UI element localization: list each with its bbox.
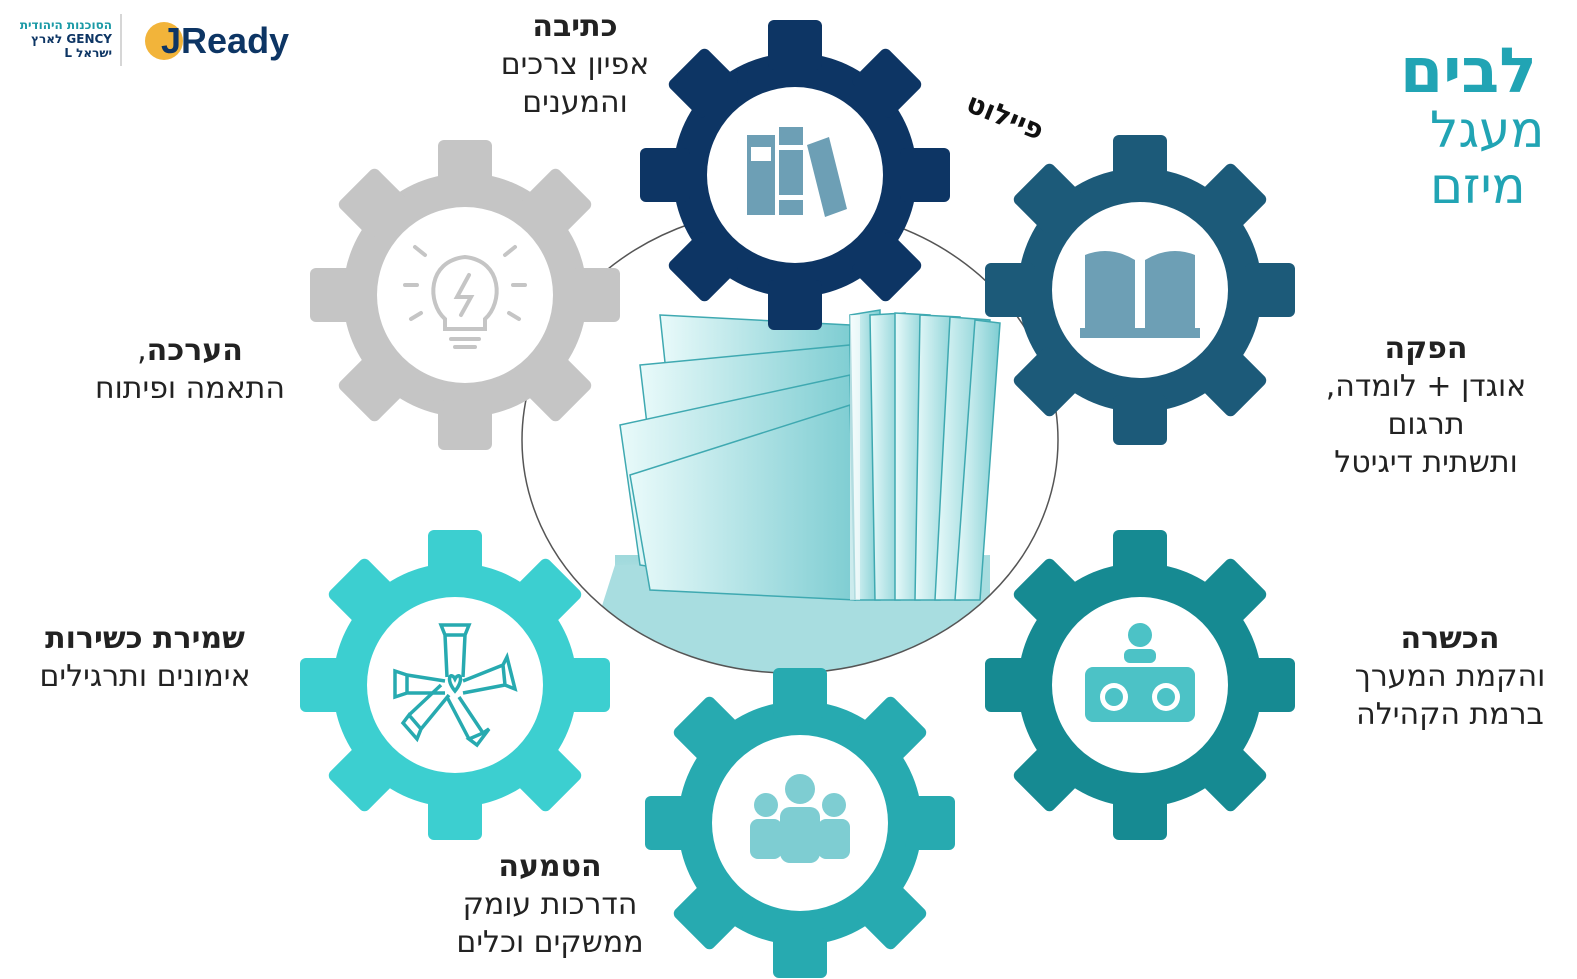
- agency-logo-line1: הסוכנות היהודית: [19, 18, 112, 32]
- stage-readiness-title: שמירת כשירות: [45, 621, 245, 656]
- agency-logo-line3: ישראל L: [64, 46, 112, 60]
- stage-writing-line2: והמענים: [522, 85, 628, 120]
- stage-evaluation-line1: התאמה ופיתוח: [95, 371, 285, 406]
- open-book-icon: [1080, 251, 1200, 338]
- stage-production-line3: ותשתית דיגיטל: [1334, 445, 1518, 480]
- stage-writing-label: כתיבה אפיון צרכים והמענים: [450, 8, 700, 122]
- stage-training-line1: והקמת המערך: [1354, 659, 1546, 694]
- jready-wordmark: JReady: [161, 20, 290, 61]
- gear-production: [985, 135, 1295, 445]
- title-line1: לבים: [1400, 40, 1537, 107]
- stage-implementation-label: הטמעה הדרכות עומק ממשקים וכלים: [400, 848, 700, 962]
- gear-readiness: [300, 530, 610, 840]
- title-line3: מיזם: [1430, 157, 1526, 214]
- stage-training-line2: ברמת הקהילה: [1356, 697, 1544, 732]
- meeting-icon: [1085, 623, 1195, 722]
- hands-circle-icon: [393, 623, 518, 748]
- stage-implementation-line2: ממשקים וכלים: [456, 925, 644, 960]
- stage-implementation-title: הטמעה: [498, 849, 602, 884]
- stage-evaluation-comma: ,: [137, 333, 147, 368]
- stage-readiness-label: שמירת כשירות אימונים ותרגילים: [0, 620, 290, 696]
- logo-divider: [120, 14, 122, 66]
- team-icon: [750, 774, 850, 863]
- gear-writing: [640, 20, 950, 330]
- jready-logo: JReady: [145, 18, 289, 64]
- books-icon: [747, 127, 847, 217]
- title-line2: מעגל: [1430, 101, 1545, 159]
- agency-logo: הסוכנות היהודית GENCY לארץ ישראל L: [0, 18, 112, 60]
- title-block: לבים מעגל מיזם: [1400, 40, 1577, 214]
- gear-implementation: [645, 668, 955, 978]
- agency-logo-line2: GENCY לארץ: [31, 32, 112, 46]
- stage-evaluation-title: הערכה: [146, 333, 243, 368]
- stage-writing-title: כתיבה: [532, 9, 618, 44]
- stage-production-label: הפקה אוגדן + לומדה, תרגום ותשתית דיגיטל: [1275, 330, 1577, 482]
- jready-globe-icon: [145, 22, 183, 60]
- gear-training: [985, 530, 1295, 840]
- stage-training-label: הכשרה והקמת המערך ברמת הקהילה: [1300, 620, 1577, 734]
- stage-writing-line1: אפיון צרכים: [500, 47, 650, 82]
- stage-production-line1: אוגדן + לומדה,: [1325, 369, 1527, 404]
- stage-implementation-line1: הדרכות עומק: [462, 887, 638, 922]
- lightbulb-icon: [403, 245, 527, 349]
- stage-training-title: הכשרה: [1400, 621, 1500, 656]
- gear-evaluation: [310, 140, 620, 450]
- stage-readiness-line1: אימונים ותרגילים: [39, 659, 251, 694]
- stage-evaluation-label: הערכה, התאמה ופיתוח: [60, 332, 320, 408]
- stage-production-line2: תרגום: [1387, 407, 1465, 442]
- stage-production-title: הפקה: [1384, 331, 1468, 366]
